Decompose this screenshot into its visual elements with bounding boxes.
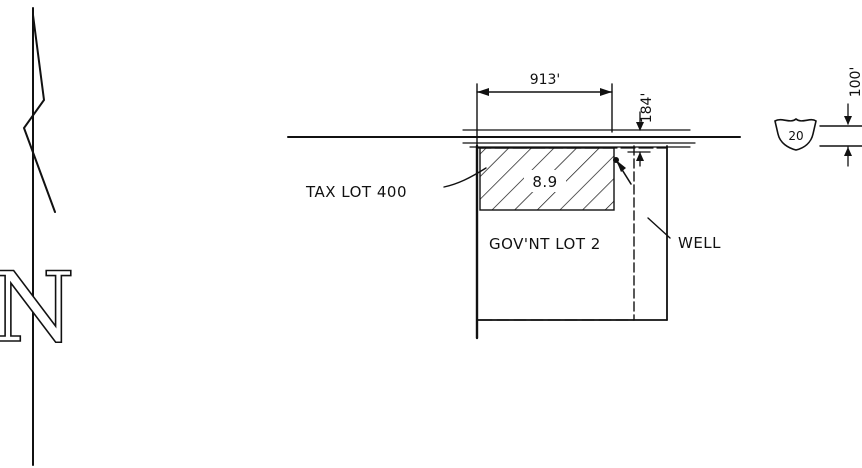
offset-arrow-bottom: [636, 152, 644, 161]
dimension-offset: 184': [627, 93, 655, 167]
dimension-right-of-way: 100': [819, 67, 862, 167]
north-letter: N: [0, 252, 75, 364]
govt-lot-label: GOV'NT LOT 2: [489, 235, 601, 253]
dimension-right-of-way-label: 100': [848, 67, 862, 98]
well-label-leader: [647, 217, 671, 239]
tax-lot-leader: [443, 167, 487, 188]
well-leader-arrow: [616, 160, 626, 172]
tax-lot-label: TAX LOT 400: [305, 183, 407, 201]
row-arrow-top: [844, 116, 852, 125]
dim-arrow-left: [477, 88, 489, 96]
dim-arrow-right: [600, 88, 612, 96]
offset-arrow-top: [636, 122, 644, 131]
dimension-width: 913': [476, 72, 613, 147]
well-label: WELL: [678, 234, 721, 252]
row-arrow-bottom: [844, 147, 852, 156]
acreage-label-bg: [524, 170, 566, 192]
govt-lot-2: GOV'NT LOT 2: [475, 144, 668, 340]
highway-shield: 20: [774, 117, 817, 151]
north-arrow-head: [22, 14, 56, 213]
tax-lot-400: 8.9: [479, 147, 615, 211]
dimension-width-label: 913': [530, 72, 561, 88]
well-callout: WELL: [613, 157, 721, 252]
dimension-offset-label: 184': [639, 93, 655, 124]
route-number: 20: [788, 129, 803, 143]
highway-road: [287, 129, 741, 148]
acreage-label: 8.9: [532, 173, 557, 191]
us-route-shield: [774, 117, 817, 151]
north-arrow: N: [0, 7, 76, 466]
tax-lot-callout: TAX LOT 400: [305, 167, 487, 201]
